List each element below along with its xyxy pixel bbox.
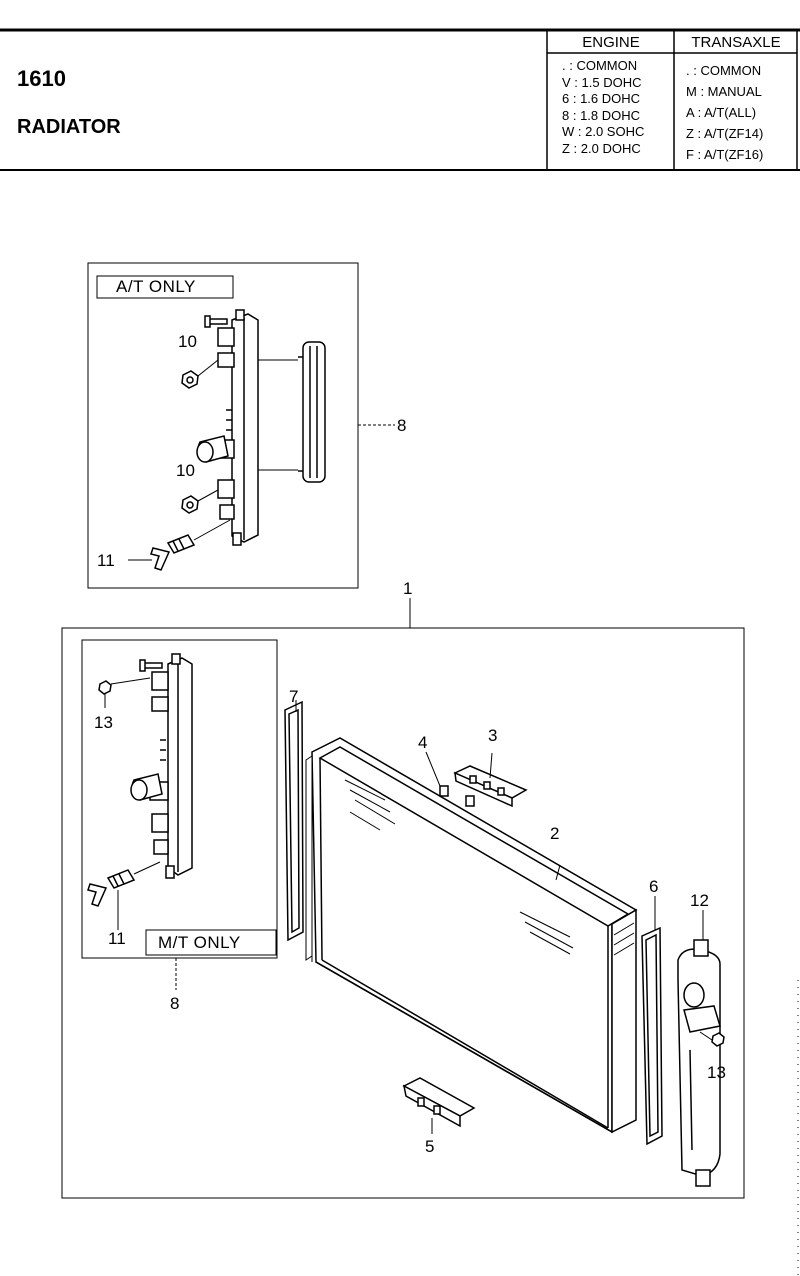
callout-11-bottom: 11 [108,929,126,948]
at-nut-lower [181,489,219,514]
upper-bracket [453,752,528,808]
engine-row: W : 2.0 SOHC [562,124,645,140]
right-side-tank [677,910,721,1187]
mt-only-label: M/T ONLY [158,933,241,952]
at-oil-cooler [258,341,326,483]
at-side-tank [196,309,259,546]
engine-row: 6 : 1.6 DOHC [562,91,641,107]
page-title: RADIATOR [17,116,121,138]
callout-10-lower: 10 [176,461,195,480]
callout-7: 7 [289,687,299,706]
engine-heading: ENGINE [582,34,640,51]
callout-13-left: 13 [94,713,113,732]
transaxle-heading: TRANSAXLE [691,34,781,51]
catalog-code: 1610 [17,66,66,91]
at-nut-upper [181,359,219,389]
transaxle-row: M : MANUAL [686,84,762,99]
transaxle-codes: . : COMMON M : MANUAL A : A/T(ALL) Z : A… [686,60,763,165]
transaxle-row: F : A/T(ZF16) [686,147,764,162]
mt-side-tank [130,653,193,879]
upper-clip [425,751,475,807]
callout-4: 4 [418,733,428,752]
transaxle-row: Z : A/T(ZF14) [686,126,764,141]
radiator-assembly-box [61,627,745,1199]
right-bleed-nut [699,1031,725,1047]
engine-row: V : 1.5 DOHC [562,74,642,90]
mt-only-label-frame [145,929,277,956]
callout-3: 3 [488,726,498,745]
at-only-label-frame [96,275,234,299]
callout-1: 1 [403,579,413,598]
callout-13-right: 13 [707,1063,726,1082]
callout-10-upper: 10 [178,332,197,351]
transaxle-row: . : COMMON [686,63,762,78]
lower-bracket [402,1077,476,1134]
callout-8-bottom: 8 [170,994,180,1013]
engine-row: . : COMMON [562,58,638,73]
transaxle-row: A : A/T(ALL) [686,105,757,120]
mt-bleed-nut [98,677,151,708]
at-drain-plug [150,519,231,571]
engine-codes: . : COMMON V : 1.5 DOHC 6 : 1.6 DOHC 8 :… [562,58,644,158]
engine-row: 8 : 1.8 DOHC [562,107,641,123]
engine-row: Z : 2.0 DOHC [562,140,641,156]
callout-12: 12 [690,891,709,910]
radiator-core [305,737,638,1134]
mt-drain-plug [87,861,161,930]
callout-2: 2 [550,824,560,843]
callout-6: 6 [649,877,659,896]
callout-8-top: 8 [397,416,407,435]
callout-5: 5 [425,1137,435,1156]
gasket-left [284,700,304,942]
gasket-right [641,896,663,1146]
at-only-label: A/T ONLY [116,277,196,296]
mt-only-box [81,639,278,959]
callout-11-top: 11 [97,551,115,570]
